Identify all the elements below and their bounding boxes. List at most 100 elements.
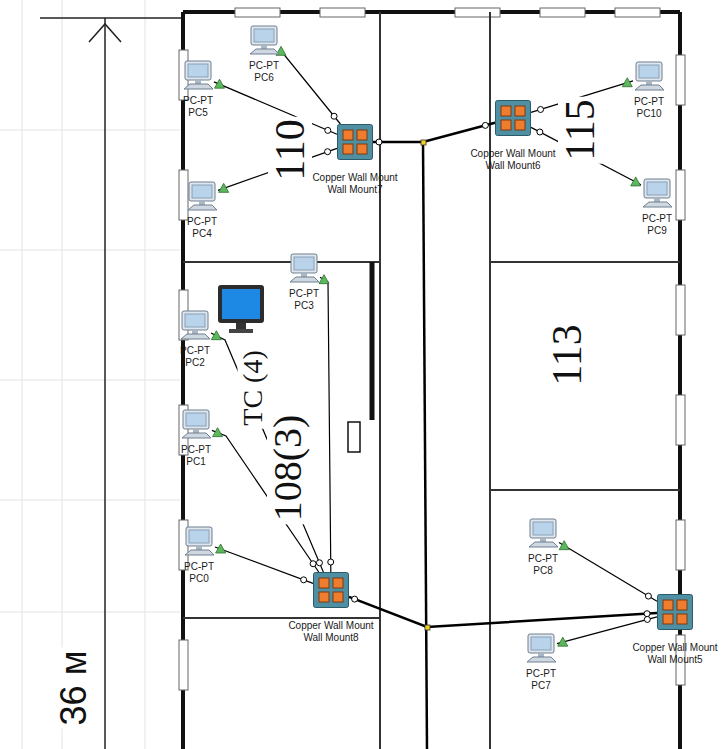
room-number: 110 xyxy=(268,116,312,183)
wall-mount-plate xyxy=(658,595,693,630)
device-name: PC0 xyxy=(189,573,208,585)
link-light xyxy=(213,428,223,437)
monitor-body xyxy=(644,179,670,198)
plan-grid xyxy=(62,0,63,749)
monitor-stand xyxy=(236,323,246,330)
monitor-body xyxy=(186,527,212,546)
monitor-picture xyxy=(218,285,264,333)
room-wall xyxy=(183,617,380,619)
wall-mount-node: Copper Wall MountWall Mount7 xyxy=(337,124,373,160)
monitor-stand xyxy=(261,45,267,49)
port-dot xyxy=(644,616,650,622)
room-number: 113 xyxy=(545,321,589,388)
port-socket xyxy=(357,144,367,154)
device-type: Copper Wall Mount xyxy=(470,148,555,160)
monitor-body xyxy=(185,61,211,80)
pc-icon xyxy=(633,61,665,91)
keyboard xyxy=(184,84,213,89)
keyboard xyxy=(529,542,558,547)
device-type: PC-PT xyxy=(249,60,279,72)
wall-mount-icon xyxy=(495,100,531,136)
port-socket xyxy=(677,600,687,610)
cable-link xyxy=(215,547,313,583)
room-number: 108(3) xyxy=(267,412,309,525)
device-name: PC3 xyxy=(294,300,313,312)
pc-node: PC-PTPC5 xyxy=(182,60,214,90)
corridor-wall xyxy=(489,12,491,749)
dimension-arrow xyxy=(89,24,121,42)
link-light xyxy=(631,177,641,186)
device-name: Wall Mount7 xyxy=(327,184,382,196)
wall-mount-icon xyxy=(337,124,373,160)
monitor-stand xyxy=(538,653,544,657)
link-light xyxy=(211,331,221,340)
monitor-body xyxy=(291,254,317,273)
monitor-body xyxy=(189,182,215,201)
room-wall xyxy=(490,489,680,491)
window xyxy=(676,285,685,335)
device-name: PC9 xyxy=(647,225,666,237)
monitor-screen xyxy=(185,314,205,327)
window xyxy=(179,640,188,690)
pc-node: PC-PTPC1 xyxy=(180,409,212,439)
monitor-screen xyxy=(533,522,553,535)
pc-icon xyxy=(182,60,214,90)
window xyxy=(179,170,188,220)
monitor-stand xyxy=(540,538,546,542)
port-dot xyxy=(316,560,322,566)
pc-icon xyxy=(179,310,211,340)
link-light xyxy=(215,79,225,88)
monitor-screen xyxy=(222,289,260,319)
port-socket xyxy=(501,120,511,130)
pc-icon xyxy=(527,518,559,548)
device-type: PC-PT xyxy=(187,216,217,228)
window xyxy=(676,520,685,570)
device-type: PC-PT xyxy=(183,95,213,107)
monitor-screen xyxy=(192,185,212,198)
port-dot xyxy=(310,561,316,567)
pc-icon xyxy=(180,409,212,439)
monitor-stand xyxy=(195,80,201,84)
wall-mount-plate xyxy=(338,125,373,160)
port-socket xyxy=(501,106,511,116)
link-light xyxy=(559,541,569,550)
port-dot xyxy=(537,129,543,135)
link-light xyxy=(558,637,568,646)
keyboard xyxy=(290,277,319,282)
pc-icon xyxy=(288,253,320,283)
room-wall xyxy=(183,261,380,263)
pc-node: PC-PTPC7 xyxy=(525,633,557,663)
plan-grid xyxy=(22,0,23,749)
wall-mount-icon xyxy=(313,572,349,608)
port-dot xyxy=(538,106,544,112)
pc-node: PC-PTPC0 xyxy=(183,526,215,556)
wall-mount-node: Copper Wall MountWall Mount8 xyxy=(313,572,349,608)
monitor-frame xyxy=(218,285,264,323)
wall-mount-plate xyxy=(496,101,531,136)
pc-icon xyxy=(641,178,673,208)
room-wall xyxy=(490,261,680,263)
monitor-body xyxy=(530,519,556,538)
device-type: Copper Wall Mount xyxy=(312,172,397,184)
window xyxy=(235,8,280,17)
monitor-body xyxy=(528,634,554,653)
device-name: PC6 xyxy=(254,72,273,84)
device-type: PC-PT xyxy=(526,668,556,680)
monitor-screen xyxy=(639,65,659,78)
cable-junction xyxy=(425,625,430,630)
dimension-line xyxy=(104,18,106,749)
keyboard xyxy=(185,550,214,555)
window xyxy=(455,8,500,17)
cable-link xyxy=(349,597,657,627)
keyboard xyxy=(527,657,556,662)
keyboard xyxy=(182,433,211,438)
port-socket xyxy=(319,578,329,588)
pc-node: PC-PTPC4 xyxy=(186,181,218,211)
port-socket xyxy=(357,130,367,140)
pc-node: PC-PTPC2 xyxy=(179,310,211,340)
cable-link xyxy=(373,123,495,142)
monitor-screen xyxy=(254,29,274,42)
